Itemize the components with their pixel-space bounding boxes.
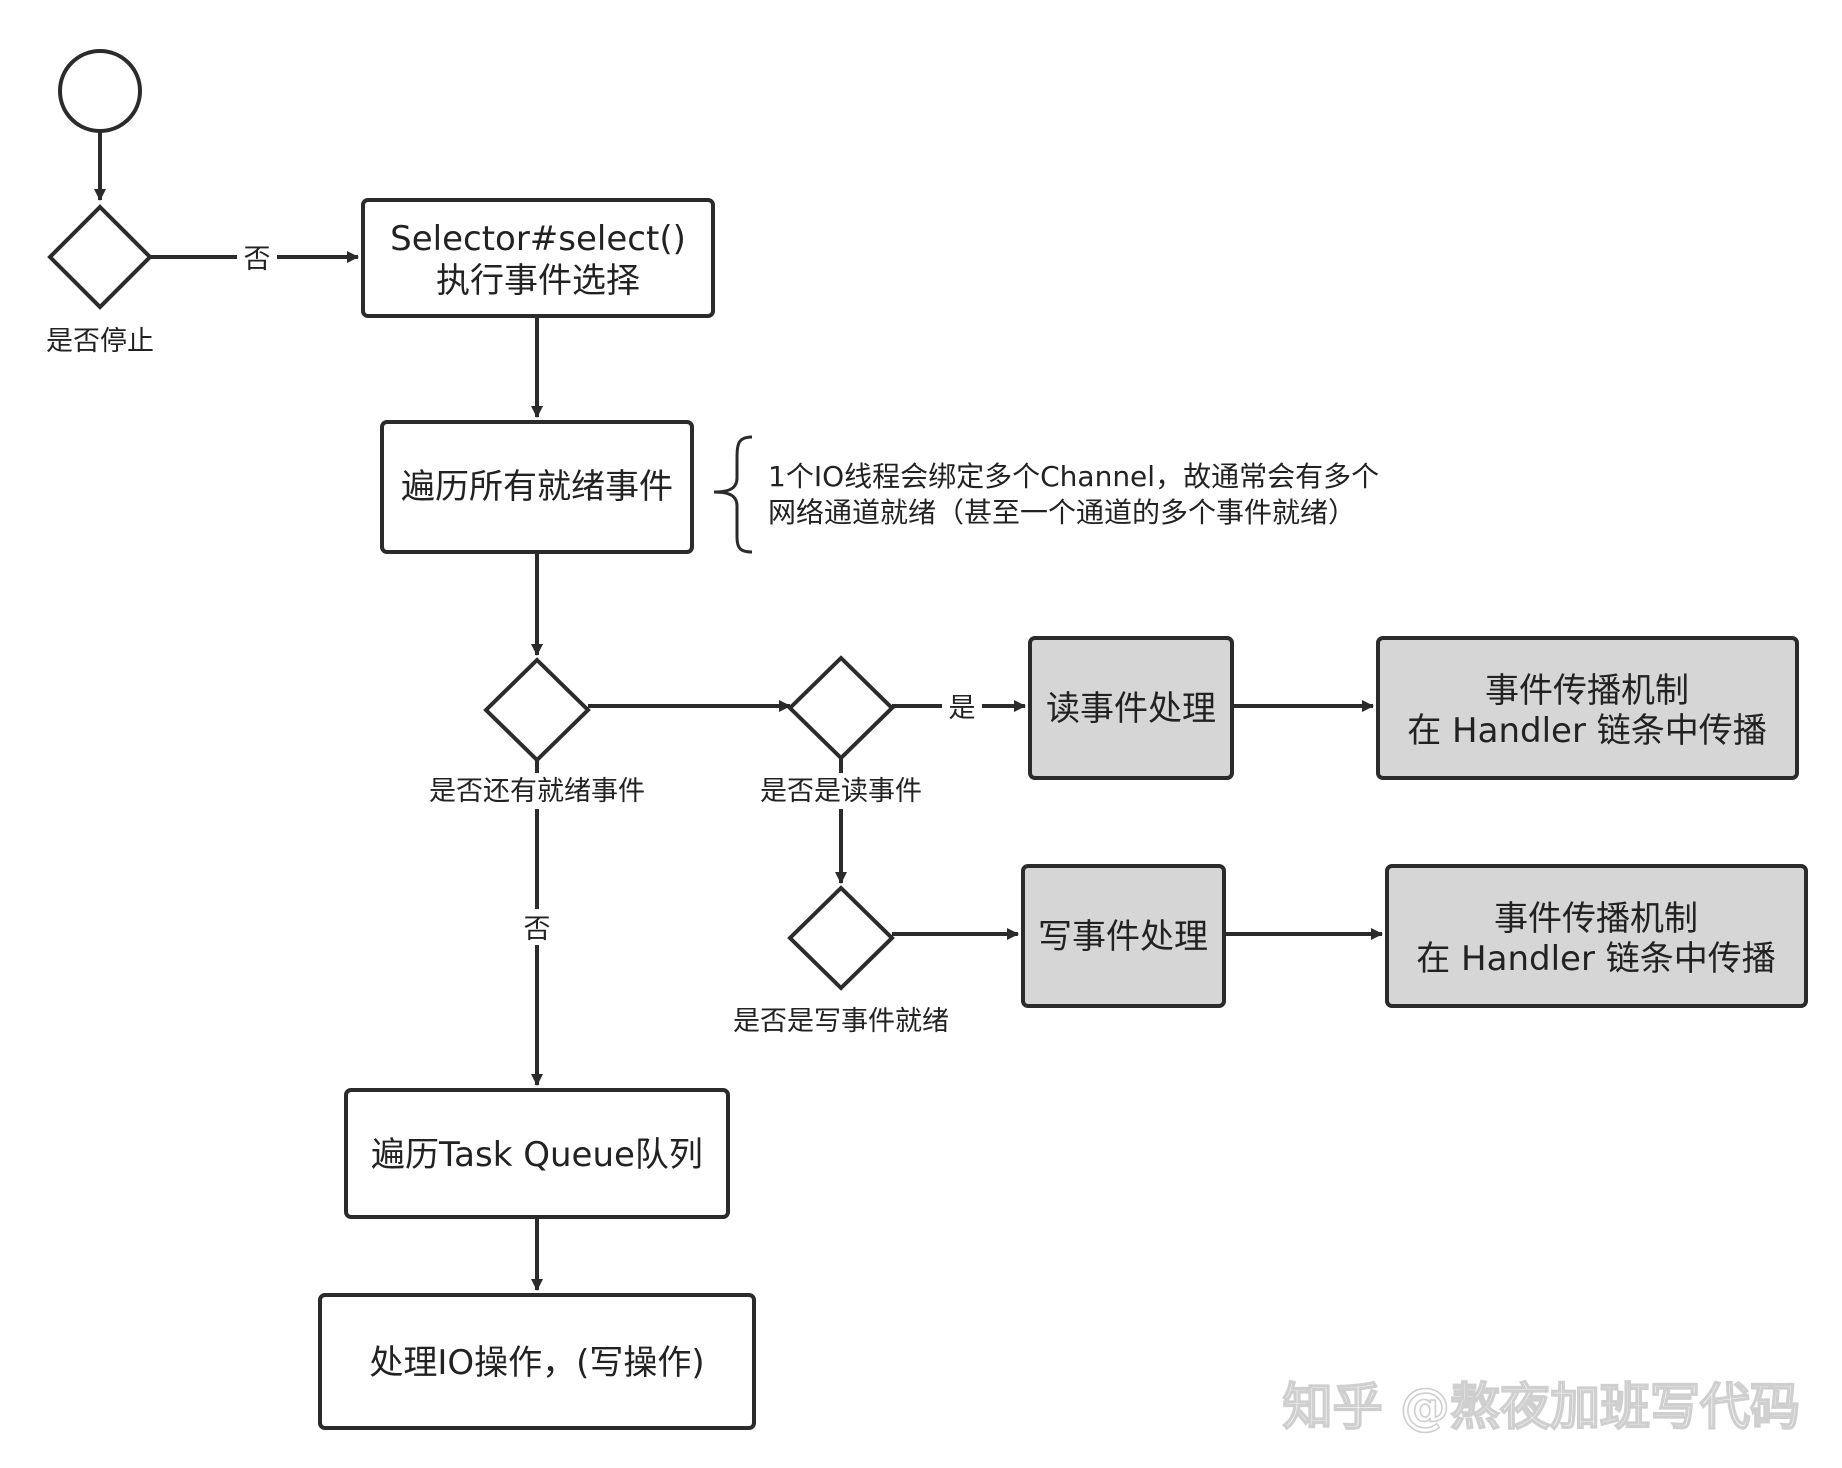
write-propagate-box [1385, 864, 1808, 1008]
more-ready-check-caption: 是否还有就绪事件 [429, 776, 645, 807]
watermark-text: 知乎 @熬夜加班写代码 [1283, 1378, 1800, 1436]
task-queue-box-text: 遍历Task Queue队列 [371, 1135, 703, 1175]
io-ops-box-text: 处理IO操作，(写操作) [369, 1343, 704, 1383]
edge-label-more-no: 否 [517, 909, 557, 945]
read-check-caption: 是否是读事件 [760, 776, 922, 807]
stop-check-diamond [47, 204, 153, 310]
write-propagate-line-1: 事件传播机制 [1494, 899, 1698, 939]
stop-check-caption: 是否停止 [46, 326, 154, 357]
read-propagate-line-2: 在 Handler 链条中传播 [1407, 711, 1767, 751]
select-box-line-2: 执行事件选择 [436, 261, 640, 301]
task-queue-box [344, 1088, 730, 1219]
read-propagate-line-1: 事件传播机制 [1485, 671, 1689, 711]
edge-label-stop-no: 否 [237, 240, 277, 275]
read-handle-box-text: 读事件处理 [1046, 689, 1216, 729]
write-check-diamond [787, 885, 895, 991]
write-check-caption: 是否是写事件就绪 [733, 1006, 949, 1037]
select-box [361, 198, 715, 318]
start-node [58, 49, 142, 133]
note-brace [713, 435, 753, 554]
read-check-diamond [787, 655, 895, 761]
write-handle-box [1021, 864, 1226, 1008]
read-propagate-box [1376, 636, 1799, 780]
edge-label-read-yes-text: 是 [949, 693, 976, 724]
edge-label-read-yes: 是 [942, 689, 982, 724]
write-propagate-line-2: 在 Handler 链条中传播 [1416, 939, 1776, 979]
edge-label-more-no-text: 否 [524, 914, 551, 945]
edge-label-stop-no-text: 否 [244, 244, 271, 275]
iterate-ready-box-text: 遍历所有就绪事件 [401, 467, 673, 507]
note-line-2: 网络通道就绪（甚至一个通道的多个事件就绪） [768, 496, 1356, 529]
more-ready-check-diamond [483, 657, 591, 763]
select-box-line-1: Selector#select() [390, 219, 686, 259]
note-line-1: 1个IO线程会绑定多个Channel，故通常会有多个 [768, 460, 1379, 493]
read-handle-box [1028, 636, 1234, 780]
io-ops-box [318, 1293, 756, 1430]
write-handle-box-text: 写事件处理 [1038, 917, 1208, 957]
iterate-ready-box [380, 420, 694, 554]
